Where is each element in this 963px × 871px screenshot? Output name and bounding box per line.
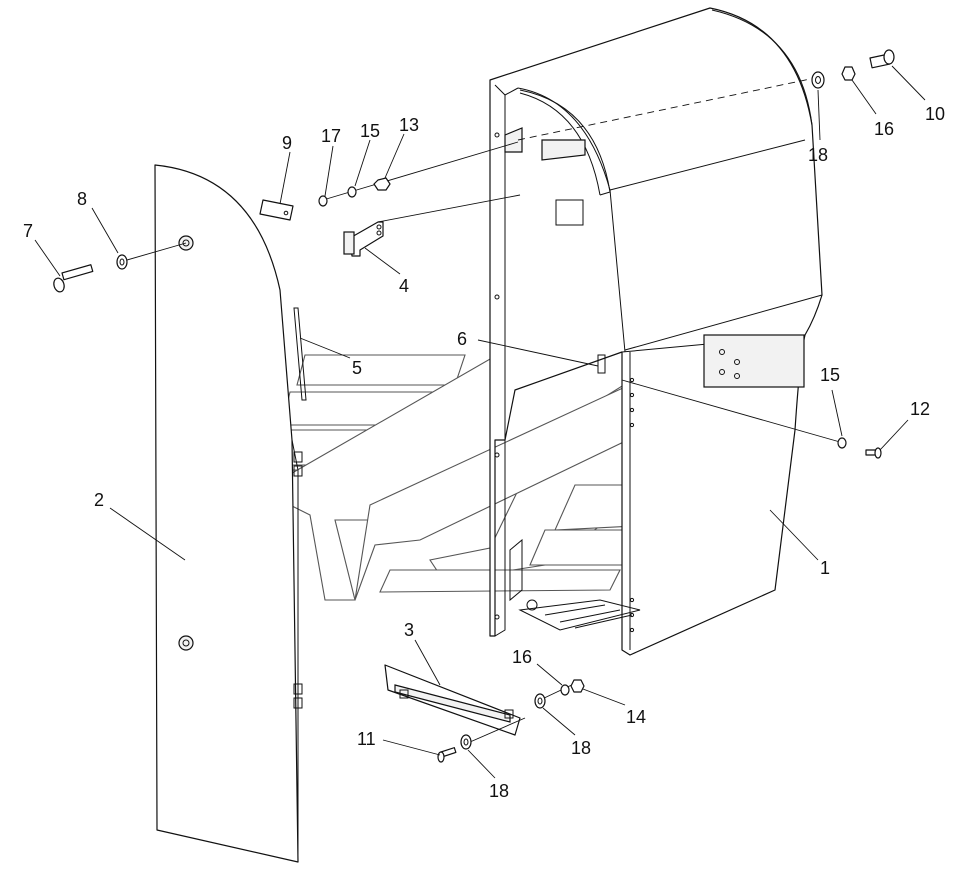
access-panel xyxy=(703,334,805,388)
callout-16-top: 16 xyxy=(874,119,894,139)
callout-11: 11 xyxy=(357,729,376,749)
callout-7: 7 xyxy=(23,221,33,241)
callout-6: 6 xyxy=(457,329,467,349)
callout-5: 5 xyxy=(352,358,362,378)
callout-3: 3 xyxy=(404,620,414,640)
callout-1: 1 xyxy=(820,558,830,578)
part-1-cab-housing xyxy=(489,7,823,656)
nut-13 xyxy=(373,177,391,191)
nut-14 xyxy=(570,679,585,693)
bolt-10 xyxy=(869,49,895,69)
callout-8: 8 xyxy=(77,189,87,209)
washer-17 xyxy=(318,195,328,207)
callout-4: 4 xyxy=(399,276,409,296)
part-9-plate xyxy=(259,199,294,221)
washer-18-top xyxy=(811,71,825,89)
callout-15-right: 15 xyxy=(820,365,840,385)
callout-18-top: 18 xyxy=(808,145,828,165)
part-5-seal-strip xyxy=(293,307,307,401)
callout-9: 9 xyxy=(282,133,292,153)
part-3-bottom-bracket xyxy=(384,664,521,736)
leader-lines xyxy=(34,65,926,779)
washer-8 xyxy=(116,254,128,270)
callout-10: 10 xyxy=(925,104,945,124)
screw-12 xyxy=(865,447,882,459)
washer-18-bottom-right xyxy=(534,693,546,709)
assembly-axes xyxy=(119,77,841,743)
washer-15-top xyxy=(347,186,357,198)
fasteners xyxy=(53,49,895,763)
callout-2: 2 xyxy=(94,490,104,510)
callout-labels: 1 2 3 4 5 6 7 8 9 10 11 12 13 14 15 15 1… xyxy=(23,104,945,801)
callout-15-top: 15 xyxy=(360,121,380,141)
callout-12: 12 xyxy=(910,399,930,419)
callout-17: 17 xyxy=(321,126,341,146)
washer-15-right xyxy=(837,437,847,449)
washer-18-bottom-left xyxy=(460,734,472,750)
callout-14: 14 xyxy=(626,707,646,727)
callout-13: 13 xyxy=(399,115,419,135)
bolt-7 xyxy=(53,264,94,293)
screw-11 xyxy=(437,747,457,763)
callout-18-bottom-left: 18 xyxy=(489,781,509,801)
part-4-hinge xyxy=(343,221,384,257)
callout-18-bottom-right: 18 xyxy=(571,738,591,758)
callout-16-bottom: 16 xyxy=(512,647,532,667)
nut-16-top xyxy=(841,66,856,81)
washer-16-bottom xyxy=(560,684,570,696)
part-2-door-panel xyxy=(154,164,303,863)
